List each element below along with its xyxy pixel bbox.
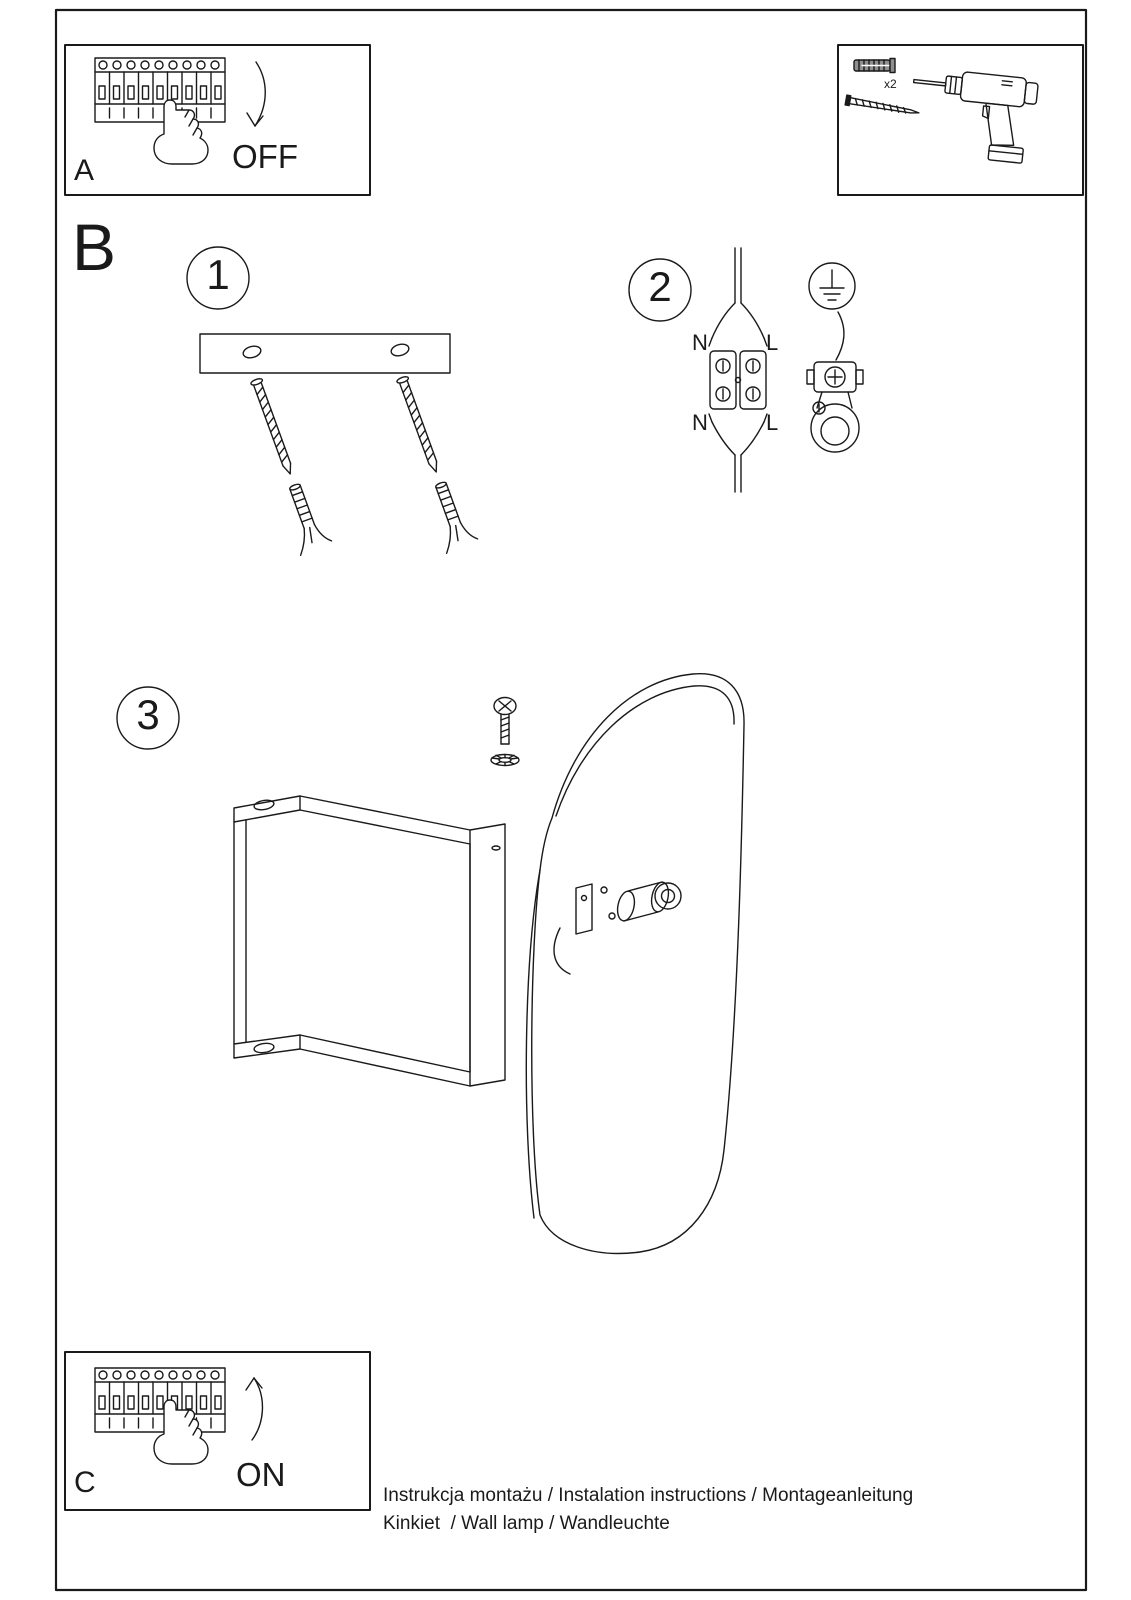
step-3-drawing (117, 674, 744, 1254)
washer-icon (491, 755, 519, 766)
step-3-circle (117, 687, 179, 749)
panel-c-label: C (74, 1466, 96, 1499)
arrow-up-icon (246, 1378, 262, 1440)
terminal-block-wiring (709, 248, 767, 492)
wire-label-top-n: N (692, 330, 708, 355)
section-b-label: B (72, 210, 117, 284)
terminal-left (710, 351, 736, 409)
step-1-drawing (187, 247, 480, 557)
panel-a-frame (65, 45, 370, 195)
arrow-down-icon (247, 62, 265, 126)
footer-line-1: Instrukcja montażu / Instalation instruc… (383, 1485, 914, 1506)
panel-c-action-label: ON (236, 1456, 286, 1493)
wire-label-top-l: L (766, 330, 779, 355)
panel-a-label: A (74, 154, 95, 187)
wire-label-bottom-l: L (766, 410, 779, 435)
step-3-number: 3 (136, 691, 160, 738)
mounting-plate (200, 334, 450, 373)
wire-label-bottom-n: N (692, 410, 708, 435)
step-2-drawing (629, 248, 863, 492)
wall-bracket (234, 796, 505, 1086)
ground-symbol-icon (809, 263, 855, 309)
step-1-circle (187, 247, 249, 309)
plate-hole-right (390, 342, 410, 357)
panel-a-switch-off (65, 45, 370, 195)
page-border (56, 10, 1086, 1590)
footer-line-2: Kinkiet / Wall lamp / Wandleuchte (383, 1513, 670, 1534)
fixing-screw-icon (494, 698, 516, 745)
lamp-socket (554, 881, 681, 974)
panel-a-action-label: OFF (232, 138, 298, 175)
step-2-circle (629, 259, 691, 321)
step-1-number: 1 (206, 251, 230, 298)
hardware-box (838, 45, 1083, 195)
panel-c-switch-on (65, 1352, 370, 1510)
hardware-box-frame (838, 45, 1083, 195)
plug-count-label: x2 (884, 77, 897, 91)
mounting-screw-icon (845, 95, 920, 118)
plate-hole-left (242, 344, 262, 359)
ground-terminal (807, 312, 863, 452)
wall-plug-icon (854, 59, 895, 73)
step-2-number: 2 (648, 263, 672, 310)
terminal-right (740, 351, 766, 409)
drill-icon (906, 67, 1038, 164)
panel-c-frame (65, 1352, 370, 1510)
lamp-shade (526, 674, 744, 1254)
